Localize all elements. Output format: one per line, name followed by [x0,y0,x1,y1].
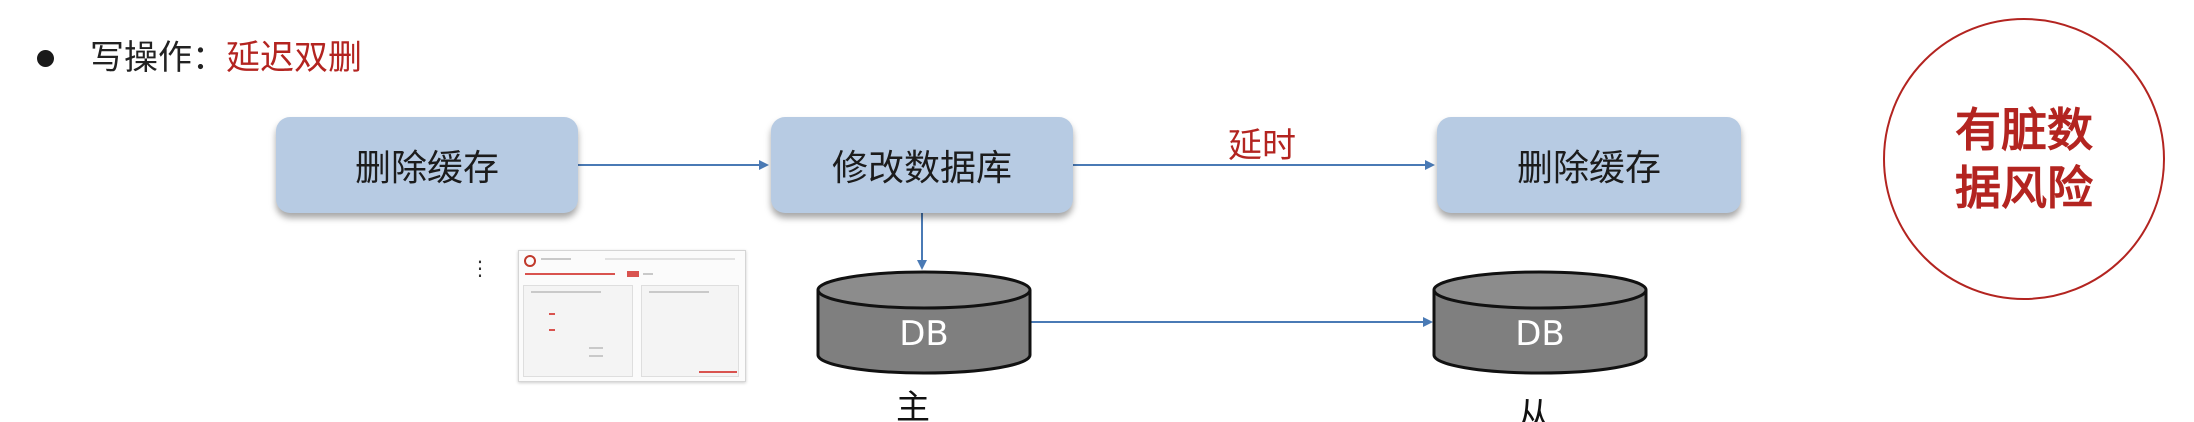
heading: 写操作：延迟双删 [90,36,362,80]
step-delete-cache-2: 删除缓存 [1437,117,1741,213]
delay-label: 延时 [1228,126,1296,166]
db-master-role: 主 [896,388,930,422]
risk-text: 有脏数据风险 [1955,103,2093,215]
risk-badge: 有脏数据风险 [1883,18,2165,300]
db-slave-label: DB [1515,314,1565,354]
db-slave-role: 从 [1517,396,1551,422]
step-update-database: 修改数据库 [771,117,1073,213]
heading-prefix: 写操作： [90,38,226,78]
step-delete-cache-1: 删除缓存 [276,117,578,213]
bullet-icon [37,50,54,67]
heading-strategy: 延迟双删 [226,38,362,78]
thumbnail-marker-icon: ⋮ [470,256,490,280]
document-thumbnail-icon[interactable] [518,250,746,382]
db-master-label: DB [899,314,949,354]
